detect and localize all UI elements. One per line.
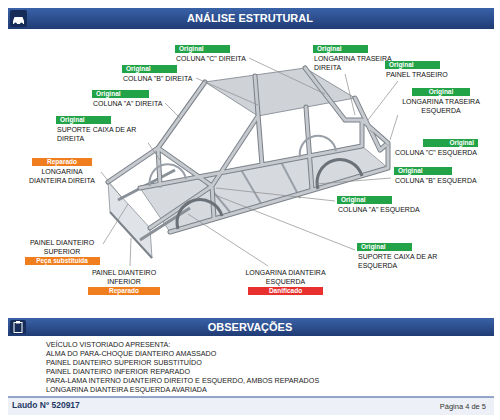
part-name: COLUNA "B" ESQUERDA	[394, 176, 478, 185]
status-badge: Original	[357, 243, 412, 251]
observation-line: VEÍCULO VISTORIADO APRESENTA:	[46, 340, 170, 349]
part-status-callout: OriginalSUPORTE CAIXA DE AR DIREITA	[56, 116, 148, 143]
leader-lines	[188, 214, 268, 266]
leader-lines	[316, 178, 391, 184]
part-name: LONGARINA TRASEIRA ESQUERDA	[395, 97, 487, 115]
status-badge: Original	[423, 139, 478, 147]
part-name: LONGARINA DIANTEIRA ESQUERDA	[238, 268, 333, 286]
part-name: COLUNA "C" ESQUERDA	[394, 148, 478, 157]
status-badge: Original	[337, 196, 392, 204]
part-status-callout: OriginalCOLUNA "C" DIREITA	[175, 45, 275, 63]
status-badge: Reparado	[88, 287, 160, 295]
leader-lines	[368, 81, 398, 120]
part-name: SUPORTE CAIXA DE AR ESQUERDA	[357, 252, 449, 270]
car-body-frame	[108, 68, 388, 258]
header-band	[8, 8, 494, 29]
footer-band	[8, 397, 494, 415]
header-band	[20, 23, 23, 26]
car-body-frame	[177, 160, 362, 229]
status-badge: Original	[122, 65, 177, 73]
observation-line: LONGARINA DIANTEIRA ESQUERDA AVARIADA	[46, 385, 207, 394]
status-badge: Danificado	[248, 287, 323, 295]
observations-band	[14, 323, 22, 333]
observations-band	[10, 320, 26, 334]
footer-band	[8, 397, 494, 398]
observation-line: PAINEL DIANTEIRO INFERIOR REPARADO	[46, 367, 190, 376]
leader-lines	[103, 204, 128, 244]
observations-band	[8, 318, 494, 336]
status-badge: Original	[56, 116, 111, 124]
leader-lines	[345, 74, 355, 115]
leader-lines	[196, 78, 258, 105]
observations-band	[8, 318, 494, 336]
part-name: PAINEL TRASEIRO	[385, 70, 449, 79]
part-status-callout: OriginalCOLUNA "B" DIREITA	[122, 65, 222, 83]
observation-line: PAINEL DIANTEIRO SUPERIOR SUBSTITUÍDO	[46, 358, 202, 367]
part-name: COLUNA "B" DIREITA	[122, 74, 193, 83]
observations-band	[16, 321, 20, 324]
part-status-callout: PAINEL DIANTEIRO SUPERIORPeça substituíd…	[22, 238, 102, 265]
header-band	[8, 8, 494, 29]
report-number: Laudo Nº 520917	[12, 401, 80, 410]
page-title: ANÁLISE ESTRUTURAL	[30, 8, 470, 29]
car-body-frame	[110, 212, 152, 258]
part-name: SUPORTE CAIXA DE AR DIREITA	[56, 125, 148, 143]
leader-lines	[370, 130, 389, 146]
leader-lines	[216, 188, 335, 201]
part-name: PAINEL DIANTEIRO SUPERIOR	[22, 238, 102, 256]
section-heading: OBSERVAÇÕES	[30, 318, 470, 336]
part-name: COLUNA "A" ESQUERDA	[337, 205, 421, 214]
part-status-callout: OriginalCOLUNA "A" DIREITA	[92, 90, 192, 108]
part-status-callout: OriginalCOLUNA "A" ESQUERDA	[337, 196, 437, 214]
status-badge: Original	[412, 88, 470, 96]
page-number: Página 4 de 5	[440, 402, 486, 411]
leader-lines	[215, 195, 355, 250]
part-status-callout: OriginalPAINEL TRASEIRO	[385, 61, 465, 79]
part-name: LONGARINA DIANTEIRA DIREITA	[24, 167, 100, 185]
status-badge: Original	[385, 61, 440, 69]
part-status-callout: OriginalCOLUNA "C" ESQUERDA	[392, 139, 478, 157]
part-status-callout: OriginalLONGARINA TRASEIRA ESQUERDA	[395, 88, 487, 115]
part-status-callout: OriginalSUPORTE CAIXA DE AR ESQUERDA	[357, 243, 449, 270]
leader-lines	[130, 238, 131, 266]
status-badge: Original	[313, 45, 368, 53]
car-body-frame	[150, 136, 336, 186]
part-name: COLUNA "C" DIREITA	[175, 54, 247, 63]
header-band	[10, 10, 27, 27]
part-status-callout: PAINEL DIANTEIRO INFERIORReparado	[84, 268, 164, 295]
footer-band	[8, 397, 494, 415]
part-name: COLUNA "A" DIREITA	[92, 99, 163, 108]
leader-lines	[101, 172, 122, 198]
status-badge: Reparado	[32, 158, 92, 166]
observation-line: ALMA DO PARA-CHOQUE DIANTEIRO AMASSADO	[46, 349, 216, 358]
leader-lines	[165, 103, 180, 118]
observation-line: PARA-LAMA INTERNO DIANTEIRO DIREITO E ES…	[46, 376, 319, 385]
part-status-callout: OriginalCOLUNA "B" ESQUERDA	[394, 167, 494, 185]
header-band	[14, 23, 17, 26]
status-badge: Original	[394, 167, 452, 175]
status-badge: Peça substituída	[25, 257, 100, 265]
part-status-callout: ReparadoLONGARINA DIANTEIRA DIREITA	[24, 158, 100, 185]
part-status-callout: LONGARINA DIANTEIRA ESQUERDADanificado	[238, 268, 333, 295]
status-badge: Original	[175, 45, 230, 53]
status-badge: Original	[92, 90, 149, 98]
part-name: PAINEL DIANTEIRO INFERIOR	[84, 268, 164, 286]
